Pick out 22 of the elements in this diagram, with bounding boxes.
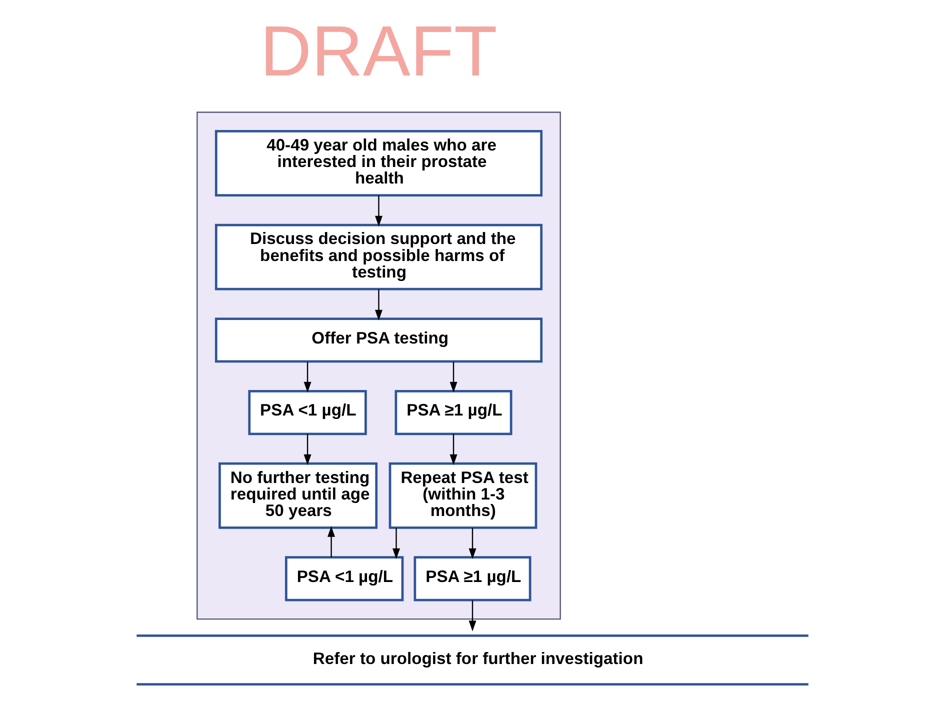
node-box: PSA <1 µg/L [248, 389, 366, 435]
arrow [303, 361, 311, 392]
arrow [374, 288, 382, 320]
arrow [303, 433, 311, 465]
arrow [468, 527, 476, 559]
arrow [468, 600, 476, 631]
arrow [392, 527, 400, 559]
node-box: 40-49 year old males who are interested in their prostate health [214, 130, 542, 196]
node-box: PSA <1 µg/L [284, 556, 404, 601]
node-box: No further testing required until age 50 years [218, 462, 378, 528]
node-box: PSA ≥1 µg/L [413, 556, 531, 601]
node-box: Discuss decision support and the benefits and possible harms of testing [214, 223, 542, 290]
label: DRAFT [260, 12, 497, 91]
arrow [327, 526, 334, 557]
node-box: PSA ≥1 µg/L [394, 389, 512, 435]
arrow [449, 361, 457, 392]
arrow [374, 195, 382, 226]
arrow [449, 433, 457, 465]
node-box: Repeat PSA test (within 1-3 months) [388, 462, 537, 528]
node-text: Refer to urologist for further investigation [312, 648, 643, 668]
cluster [196, 111, 560, 620]
node-box: Offer PSA testing [214, 317, 542, 362]
